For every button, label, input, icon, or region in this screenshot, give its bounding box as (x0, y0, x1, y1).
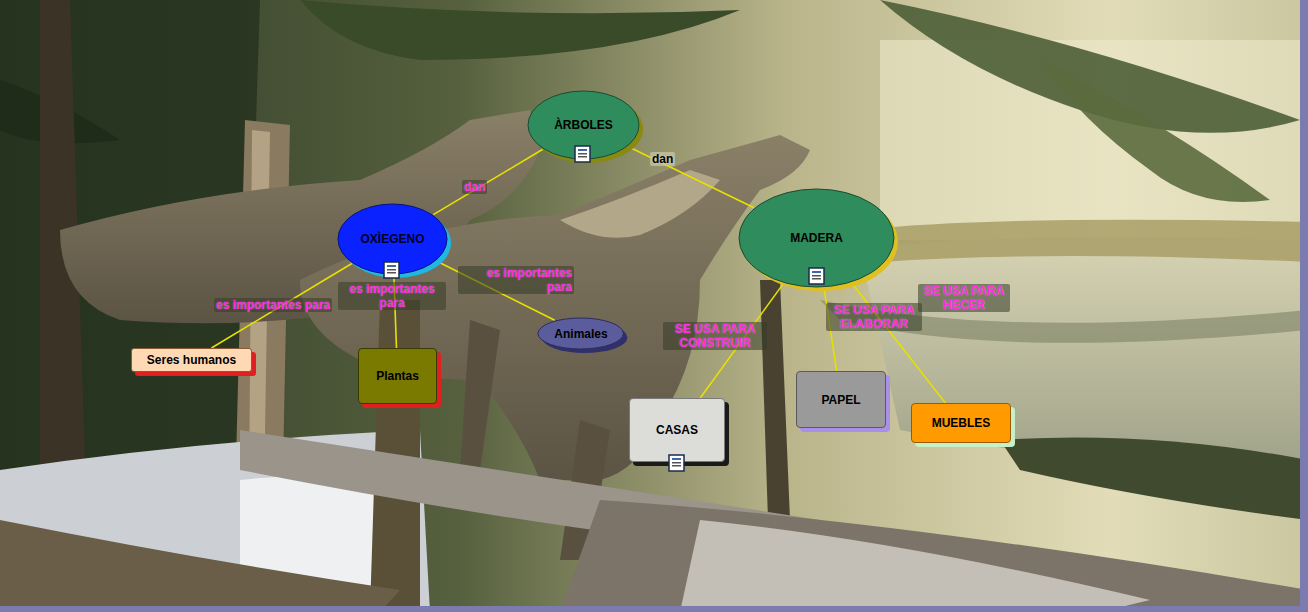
node-text: PAPEL (821, 393, 860, 407)
concept-box: MUEBLES (911, 403, 1011, 443)
edge-label: dan (650, 152, 675, 166)
node-text: MADERA (790, 231, 843, 245)
edge-label: es importantes para (338, 282, 446, 310)
edge-label: SE USA PARA CONSTRUIR (663, 322, 767, 350)
connector (628, 147, 754, 208)
concept-ellipse: ÀRBOLES (527, 90, 640, 160)
node-text: OXÌEGENO (360, 232, 424, 246)
ellipse-shape (528, 91, 639, 159)
ellipse-shape (538, 318, 623, 349)
connector (433, 149, 542, 214)
edge-label: dan (462, 180, 487, 194)
node-text: CASAS (656, 423, 698, 437)
concept-ellipse: Animales (537, 317, 624, 350)
ellipse-shape (739, 189, 894, 287)
node-text: Seres humanos (147, 353, 236, 367)
node-text: MUEBLES (932, 416, 991, 430)
concept-box: Seres humanos (131, 348, 252, 372)
edge-label: SE USA PARA HECER (918, 284, 1010, 312)
edge-label: es importantes para (458, 266, 574, 294)
node-text: ÀRBOLES (554, 118, 613, 132)
concept-box: Plantas (358, 348, 437, 404)
node-text: Plantas (376, 369, 419, 383)
connector (211, 263, 351, 348)
doc-icon (384, 262, 399, 278)
doc-icon (809, 268, 824, 284)
ellipse-shape (338, 204, 447, 274)
concept-ellipse: MADERA (738, 188, 895, 288)
node-text: Animales (554, 327, 607, 341)
concept-ellipse: OXÌEGENO (337, 203, 448, 275)
doc-icon (575, 146, 590, 162)
concept-box: CASAS (629, 398, 725, 462)
edge-label: SE USA PARA ELABORAR (826, 303, 922, 331)
edge-label: es importantes para (214, 298, 332, 312)
doc-icon (669, 455, 684, 471)
concept-box: PAPEL (796, 371, 886, 428)
